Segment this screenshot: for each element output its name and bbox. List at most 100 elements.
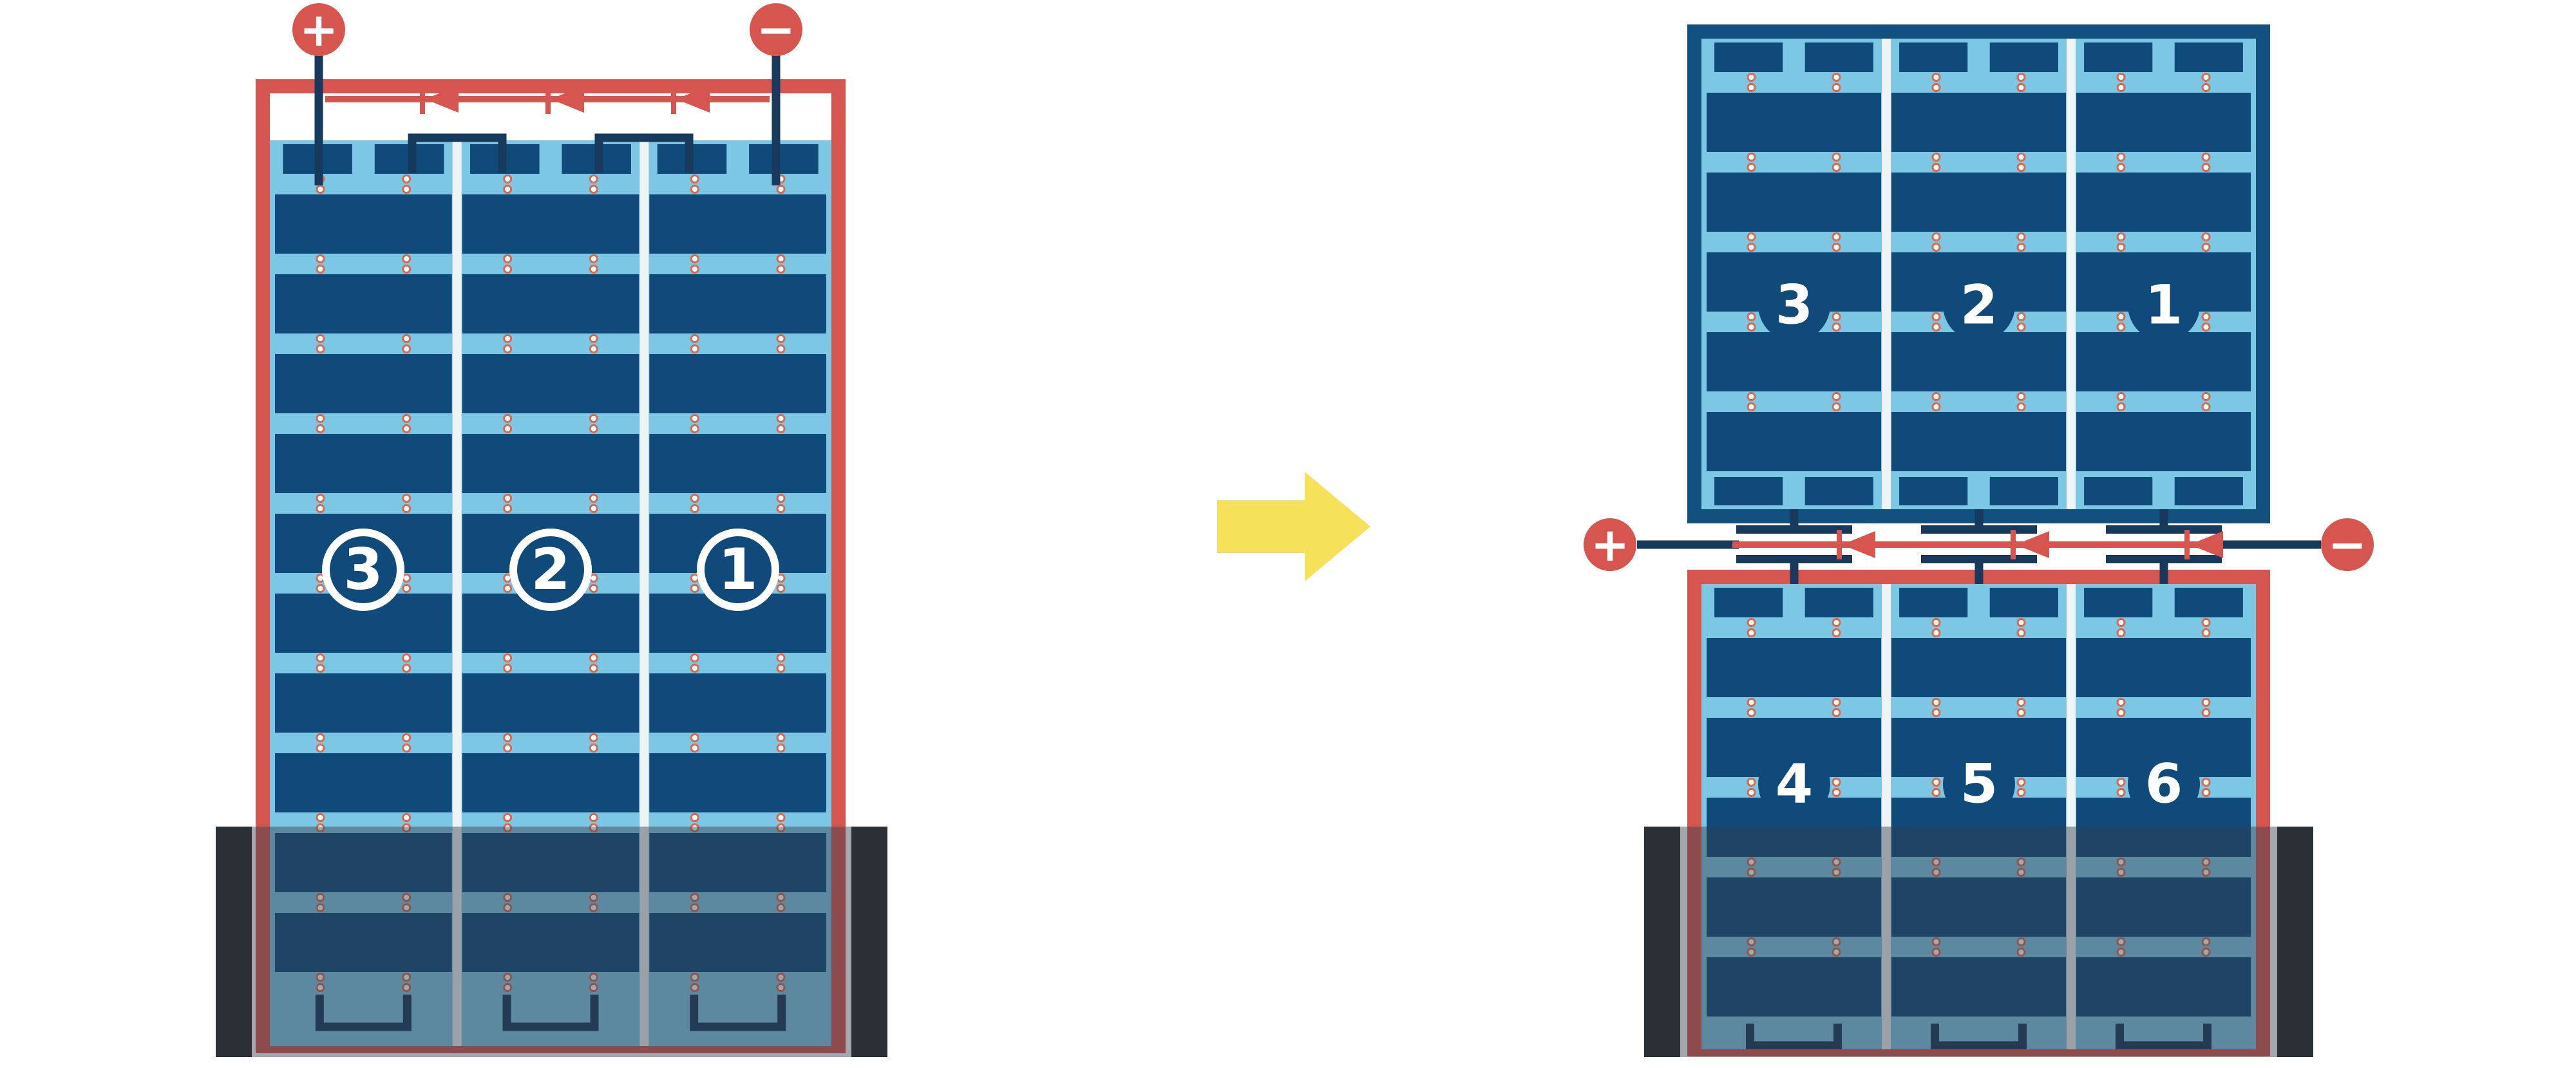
- solder-dot: [503, 973, 513, 982]
- solder-dot: [1931, 788, 1941, 797]
- solder-dot: [589, 174, 598, 183]
- solder-dot: [316, 733, 325, 742]
- solder-dot: [503, 823, 513, 832]
- cell-tab: [1899, 588, 1968, 617]
- solder-dot: [503, 893, 513, 902]
- solder-dot: [316, 414, 325, 423]
- string-number: 2: [531, 536, 570, 603]
- solar-cell: [275, 753, 452, 812]
- solder-dot: [1832, 83, 1841, 92]
- solder-dot: [402, 973, 412, 982]
- string-return-wire: [1931, 1024, 2027, 1049]
- solder-dot: [1832, 788, 1841, 797]
- solder-dot: [1832, 392, 1841, 401]
- solder-dot: [2116, 83, 2126, 92]
- solder-dot: [503, 174, 513, 183]
- solar-cell: [1707, 93, 1881, 152]
- solder-dot: [589, 344, 598, 353]
- solder-dot: [1832, 868, 1841, 877]
- solder-dot: [1931, 232, 1941, 241]
- column-separator: [1882, 584, 1891, 1049]
- solder-dot: [776, 185, 786, 194]
- solar-cell: [649, 673, 826, 733]
- solder-dot: [402, 424, 412, 433]
- solder-dot: [690, 983, 699, 992]
- solar-cell: [275, 913, 452, 972]
- solder-dot: [2116, 312, 2126, 321]
- cell-tab: [2084, 42, 2153, 72]
- solder-dot: [690, 664, 699, 673]
- junction-bar: [1736, 525, 1852, 534]
- right-clamp-bar-right: [2277, 827, 2313, 1057]
- cell-tab: [1804, 477, 1873, 505]
- string-badge: [1943, 269, 2015, 341]
- solder-dot: [2201, 628, 2211, 637]
- string-number: 4: [1776, 753, 1813, 816]
- junction-bar: [1921, 555, 2037, 563]
- solder-dot: [402, 983, 412, 992]
- solder-dot: [1747, 243, 1756, 252]
- solder-dot: [2116, 392, 2126, 401]
- solder-dot: [402, 653, 412, 662]
- diode-arrow-icon: [1842, 531, 1875, 558]
- junction-bar: [1736, 555, 1852, 563]
- solder-dot: [1832, 312, 1841, 321]
- solder-dot: [316, 653, 325, 662]
- solder-dot: [589, 504, 598, 513]
- solar-cell: [2076, 173, 2251, 232]
- solder-dot: [2116, 618, 2126, 627]
- solder-dot: [1747, 868, 1756, 877]
- solar-cell: [462, 194, 639, 254]
- solder-dot: [503, 983, 513, 992]
- solder-dot: [2201, 948, 2211, 957]
- diode-arrow-icon: [2016, 531, 2049, 558]
- solder-dot: [402, 254, 412, 263]
- column-separator: [2067, 39, 2076, 509]
- solder-dot: [690, 653, 699, 662]
- solder-dot: [2116, 243, 2126, 252]
- solder-dot: [2116, 163, 2126, 172]
- solder-dot: [1832, 618, 1841, 627]
- diode-arrow-icon: [425, 86, 459, 113]
- solder-dot: [1931, 948, 1941, 957]
- solder-dot: [690, 504, 699, 513]
- string-badge: [322, 529, 404, 611]
- solder-dot: [402, 893, 412, 902]
- string-bridge-icon: [408, 133, 507, 173]
- cell-tab: [2084, 588, 2153, 617]
- column-separator: [452, 140, 462, 1046]
- solder-dot: [402, 903, 412, 912]
- solder-dot: [2116, 232, 2126, 241]
- right-shade-overlay: [1646, 827, 2313, 1057]
- solder-dot: [402, 344, 412, 353]
- solder-dot: [316, 494, 325, 503]
- solder-dot: [776, 653, 786, 662]
- solder-dot: [503, 414, 513, 423]
- solar-cell: [1891, 93, 2066, 152]
- solder-dot: [589, 664, 598, 673]
- solder-dot: [690, 893, 699, 902]
- cell-tab: [1989, 477, 2058, 505]
- solder-dot: [503, 744, 513, 753]
- solder-dot: [1832, 243, 1841, 252]
- junction-bar: [2106, 555, 2222, 563]
- solder-dot: [589, 893, 598, 902]
- solder-dot: [1832, 937, 1841, 946]
- solder-dot: [2201, 83, 2211, 92]
- solar-cell: [462, 274, 639, 333]
- string-badge: [2128, 748, 2200, 820]
- solder-dot: [503, 334, 513, 343]
- solder-dot: [1931, 163, 1941, 172]
- solder-dot: [776, 265, 786, 274]
- solder-dot: [402, 823, 412, 832]
- solder-dot: [2201, 153, 2211, 162]
- minus-terminal-label: −: [2328, 518, 2367, 572]
- solder-dot: [1832, 153, 1841, 162]
- junction-bar: [2106, 525, 2222, 534]
- solar-cell: [1891, 332, 2066, 391]
- solder-dot: [2016, 628, 2026, 637]
- solar-cell: [1707, 877, 1881, 937]
- solar-cell: [1707, 332, 1881, 391]
- solder-dot: [2116, 788, 2126, 797]
- solar-cell: [2076, 93, 2251, 152]
